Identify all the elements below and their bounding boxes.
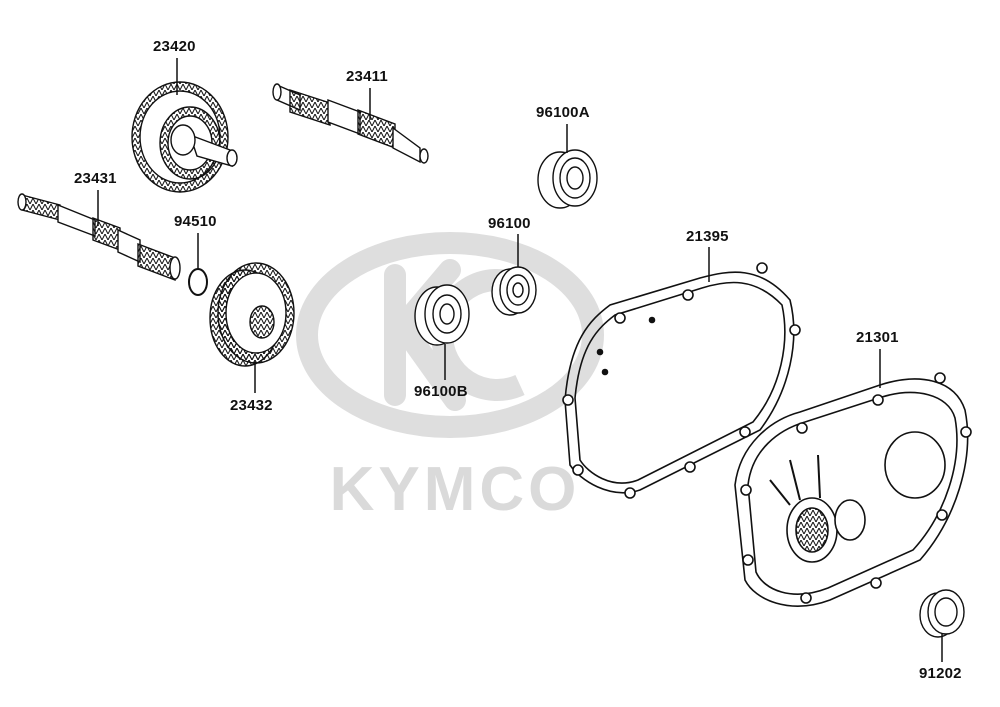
part-label-21301: 21301 [856, 329, 899, 346]
part-label-23411: 23411 [346, 68, 388, 85]
gear-23432 [209, 262, 295, 367]
shaft-23431 [17, 193, 181, 282]
bearing-96100A [537, 149, 598, 209]
gasket-21395 [562, 262, 801, 499]
leader-lines [97, 58, 943, 662]
part-label-94510: 94510 [174, 213, 217, 230]
part-label-23420: 23420 [153, 38, 196, 55]
kymco-watermark: KYMCO [296, 232, 604, 524]
part-label-23431: 23431 [74, 170, 117, 187]
gear-23420 [131, 81, 238, 193]
part-label-96100: 96100 [488, 215, 531, 232]
shaft-23411 [272, 83, 429, 164]
cover-21301 [734, 372, 972, 607]
kymco-wordmark: KYMCO [330, 455, 581, 524]
bearing-96100B [414, 284, 470, 346]
circlip-94510 [188, 268, 208, 296]
part-label-96100A: 96100A [536, 104, 590, 121]
oil-seal-91202 [919, 589, 965, 638]
part-label-21395: 21395 [686, 228, 729, 245]
bearing-96100 [491, 266, 537, 316]
part-label-91202: 91202 [919, 665, 962, 682]
part-label-23432: 23432 [230, 397, 273, 414]
part-label-96100B: 96100B [414, 383, 468, 400]
